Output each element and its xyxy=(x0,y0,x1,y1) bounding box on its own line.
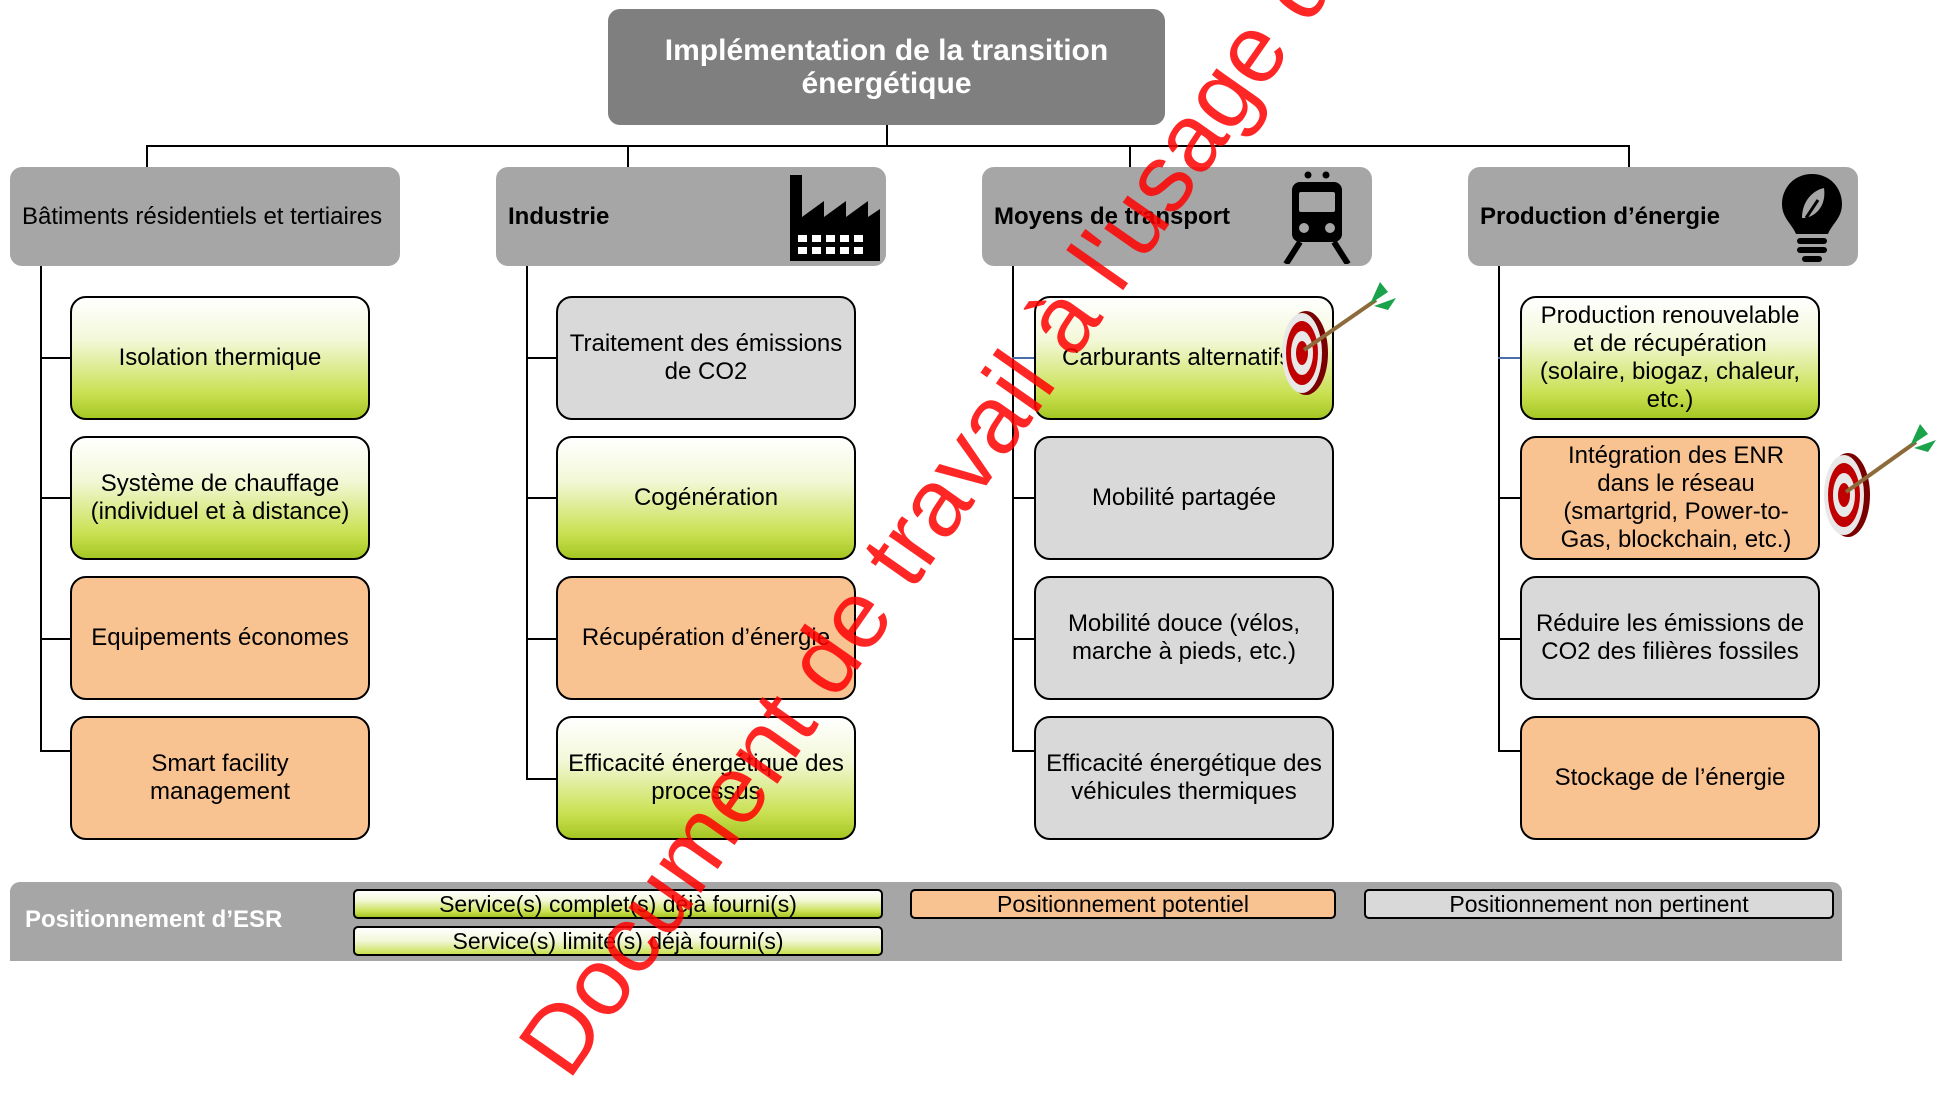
category-label: Production d’énergie xyxy=(1480,202,1721,230)
lightbulb-leaf-icon xyxy=(1782,174,1842,262)
connector xyxy=(1498,266,1500,752)
connector xyxy=(886,125,888,146)
category-label: Industrie xyxy=(508,202,610,230)
connector xyxy=(1012,750,1034,752)
connector xyxy=(627,145,629,167)
connector xyxy=(1498,638,1520,640)
connector xyxy=(526,357,556,359)
train-icon xyxy=(1283,171,1351,264)
item-box: Mobilité douce (vélos, marche à pieds, e… xyxy=(1034,576,1334,700)
connector xyxy=(526,778,556,780)
connector xyxy=(526,266,528,780)
connector xyxy=(1129,145,1131,167)
item-box: Production renouvelable et de récupérati… xyxy=(1520,296,1820,420)
connector xyxy=(1498,750,1520,752)
connector xyxy=(40,266,42,752)
item-box: Equipements économes xyxy=(70,576,370,700)
connector xyxy=(1012,638,1034,640)
legend-item-full: Service(s) complet(s) déjà fourni(s) xyxy=(353,889,883,919)
category-industry: Industrie xyxy=(496,167,886,266)
diagram-title: Implémentation de la transition énergéti… xyxy=(608,9,1165,125)
item-box: Efficacité énergétique des processus xyxy=(556,716,856,840)
target-icon xyxy=(1282,282,1396,395)
legend-item-not-relevant: Positionnement non pertinent xyxy=(1364,889,1834,919)
item-box: Stockage de l’énergie xyxy=(1520,716,1820,840)
connector xyxy=(40,750,70,752)
connector xyxy=(146,145,1630,147)
connector xyxy=(1498,497,1520,499)
factory-icon xyxy=(790,175,880,261)
category-energy-production: Production d’énergie xyxy=(1468,167,1858,266)
legend: Positionnement d’ESR Service(s) complet(… xyxy=(10,882,1842,961)
connector xyxy=(40,497,70,499)
item-box: Système de chauffage (individuel et à di… xyxy=(70,436,370,560)
connector xyxy=(526,497,556,499)
connector xyxy=(1012,497,1034,499)
item-box: Réduire les émissions de CO2 des filière… xyxy=(1520,576,1820,700)
item-box: Traitement des émissions de CO2 xyxy=(556,296,856,420)
connector xyxy=(146,145,148,167)
item-box: Mobilité partagée xyxy=(1034,436,1334,560)
category-transport: Moyens de transport xyxy=(982,167,1372,266)
connector xyxy=(1012,357,1034,359)
connector xyxy=(1628,145,1630,167)
target-icon xyxy=(1824,424,1936,537)
category-buildings: Bâtiments résidentiels et tertiaires xyxy=(10,167,400,266)
connector xyxy=(1498,357,1520,359)
connector xyxy=(1012,266,1014,752)
item-box: Récupération d’énergie xyxy=(556,576,856,700)
legend-item-potential: Positionnement potentiel xyxy=(910,889,1336,919)
item-box: Efficacité énergétique des véhicules the… xyxy=(1034,716,1334,840)
connector xyxy=(40,357,70,359)
category-label: Bâtiments résidentiels et tertiaires xyxy=(22,202,383,230)
item-box: Smart facility management xyxy=(70,716,370,840)
legend-title: Positionnement d’ESR xyxy=(25,906,283,933)
item-box: Cogénération xyxy=(556,436,856,560)
legend-item-limited: Service(s) limité(s) déjà fourni(s) xyxy=(353,926,883,956)
item-box: Intégration des ENR dans le réseau (smar… xyxy=(1520,436,1820,560)
item-box: Isolation thermique xyxy=(70,296,370,420)
connector xyxy=(526,638,556,640)
connector xyxy=(40,638,70,640)
category-label: Moyens de transport xyxy=(994,202,1231,230)
